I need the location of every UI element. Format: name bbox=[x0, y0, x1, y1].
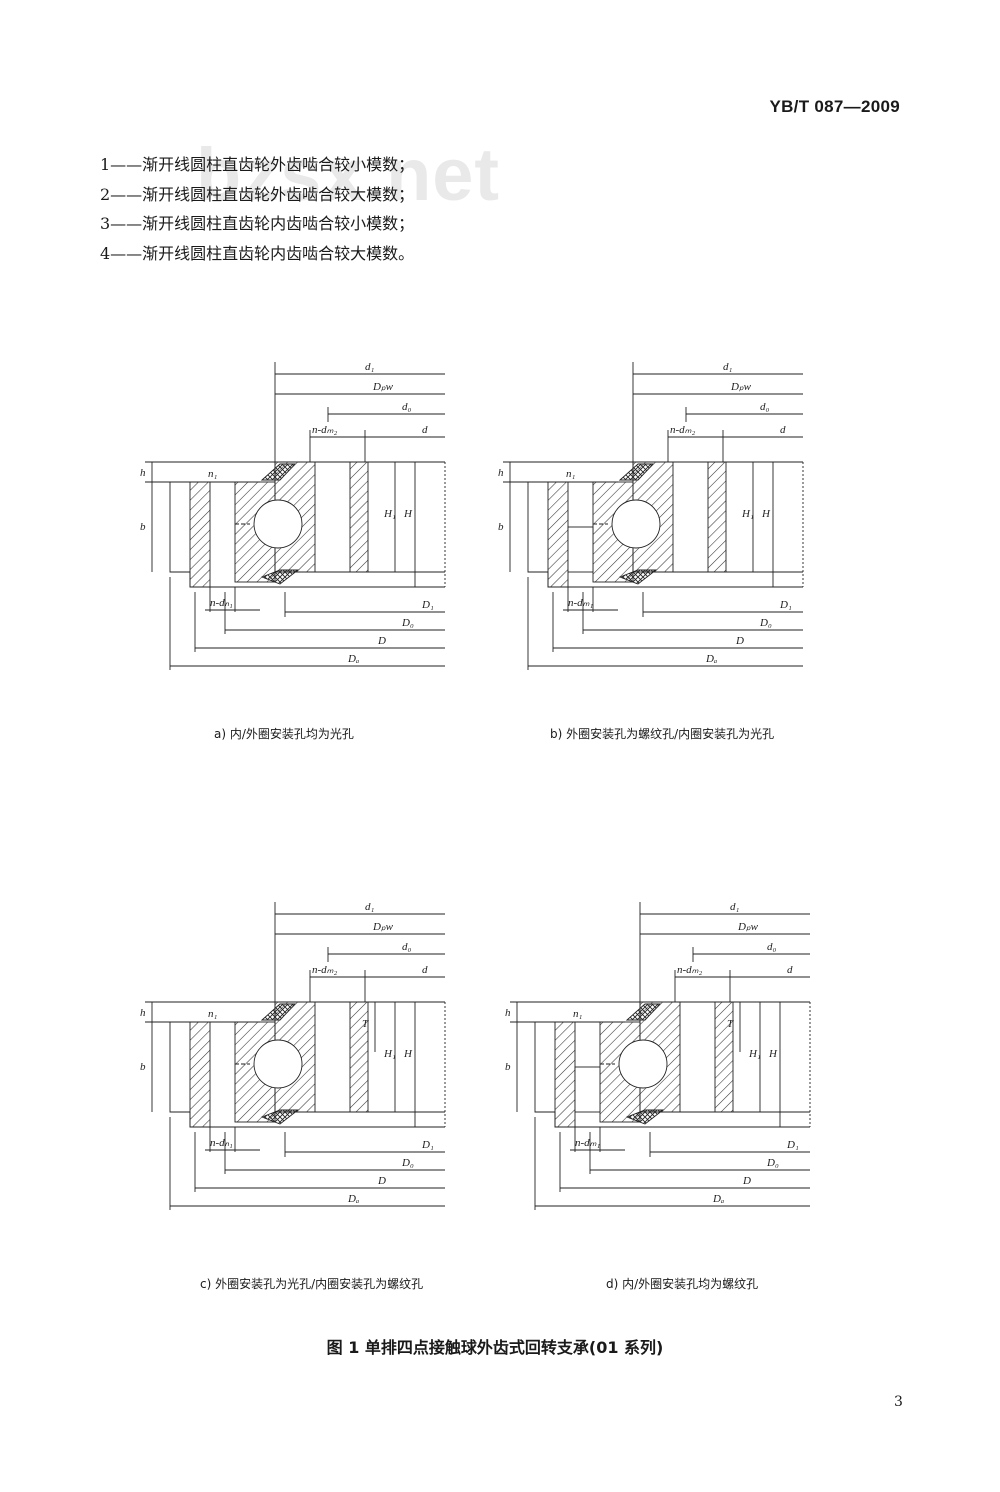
dim-b: b bbox=[140, 521, 146, 533]
dim-D: D bbox=[377, 635, 386, 647]
dim-h: h bbox=[498, 467, 504, 479]
dim-d1: d₁ bbox=[365, 361, 375, 373]
dim-n-dm1: n-dₘ₁ bbox=[575, 1137, 601, 1149]
dim-D1: D₁ bbox=[421, 599, 434, 611]
dim-Da: Dₐ bbox=[347, 1193, 359, 1205]
dim-n-dn1: n-dₙ₁ bbox=[210, 1137, 233, 1149]
dim-H: H bbox=[761, 508, 771, 520]
dim-n-dm2: n-dₘ₂ bbox=[312, 424, 338, 436]
figure-b-label: b) 外圈安装孔为螺纹孔/内圈安装孔为光孔 bbox=[550, 727, 775, 741]
dim-b: b bbox=[498, 521, 504, 533]
dim-D0: D₀ bbox=[766, 1157, 779, 1169]
dim-d1: d₁ bbox=[365, 901, 375, 913]
dim-d0: d₀ bbox=[402, 401, 412, 413]
dim-Da: Dₐ bbox=[705, 653, 717, 665]
dim-D0: D₀ bbox=[401, 1157, 414, 1169]
dim-d: d bbox=[780, 424, 786, 436]
note-4: 4——渐开线圆柱直齿轮内齿啮合较大模数。 bbox=[100, 243, 415, 263]
dim-h: h bbox=[140, 1007, 146, 1019]
dim-H1: H₁ bbox=[383, 508, 396, 520]
dim-T: T bbox=[727, 1018, 734, 1030]
dim-b: b bbox=[505, 1061, 511, 1073]
dim-H: H bbox=[403, 1048, 413, 1060]
dim-D: D bbox=[735, 635, 744, 647]
figure-a-label: a) 内/外圈安装孔均为光孔 bbox=[214, 727, 354, 741]
dim-d0: d₀ bbox=[760, 401, 770, 413]
dim-n1: n₁ bbox=[208, 1008, 218, 1020]
bearing-section-drawing: d₁ Dₚw d₀ n-dₘ₂ d h n₁ b H₁ H n-dₘ₁ D₁ D… bbox=[498, 361, 804, 670]
watermark: bzsx.net bbox=[196, 133, 501, 216]
dim-n1: n₁ bbox=[573, 1008, 583, 1020]
dim-Da: Dₐ bbox=[347, 653, 359, 665]
bearing-section-drawing: d₁ Dₚw d₀ n-dₘ₂ d h n₁ b H₁ H n-dₘ₁ D₁ D… bbox=[505, 901, 811, 1210]
figure-c-label: c) 外圈安装孔为光孔/内圈安装孔为螺纹孔 bbox=[200, 1277, 424, 1291]
bearing-section-drawing: d₁ Dₚw d₀ n-dₘ₂ d h n₁ b H₁ H n-dₙ₁ D₁ D… bbox=[140, 361, 446, 670]
dim-b: b bbox=[140, 1061, 146, 1073]
dim-D1: D₁ bbox=[421, 1139, 434, 1151]
dim-n-dm2: n-dₘ₂ bbox=[670, 424, 696, 436]
figure-caption: 图 1 单排四点接触球外齿式回转支承(01 系列) bbox=[326, 1338, 664, 1357]
dim-Da: Dₐ bbox=[712, 1193, 724, 1205]
figure-b: d₁ Dₚw d₀ n-dₘ₂ d h n₁ b H₁ H n-dₘ₁ D₁ D… bbox=[498, 352, 818, 686]
dim-H1: H₁ bbox=[748, 1048, 761, 1060]
dim-Dpw: Dₚw bbox=[730, 381, 752, 393]
dim-T: T bbox=[362, 1018, 369, 1030]
dim-D: D bbox=[742, 1175, 751, 1187]
dim-D1: D₁ bbox=[779, 599, 792, 611]
page-number: 3 bbox=[894, 1394, 903, 1410]
bearing-section-drawing: d₁ Dₚw d₀ n-dₘ₂ d h n₁ b H₁ H n-dₙ₁ D₁ D… bbox=[140, 901, 446, 1210]
dim-n-dm2: n-dₘ₂ bbox=[312, 964, 338, 976]
dim-d: d bbox=[422, 424, 428, 436]
dim-D: D bbox=[377, 1175, 386, 1187]
figure-d-label: d) 内/外圈安装孔均为螺纹孔 bbox=[606, 1277, 759, 1291]
dim-h: h bbox=[140, 467, 146, 479]
dim-n-dm2: n-dₘ₂ bbox=[677, 964, 703, 976]
dim-d0: d₀ bbox=[767, 941, 777, 953]
dim-d: d bbox=[787, 964, 793, 976]
dim-H: H bbox=[403, 508, 413, 520]
dim-H: H bbox=[768, 1048, 778, 1060]
standard-code: YB/T 087—2009 bbox=[769, 97, 900, 116]
figure-c: d₁ Dₚw d₀ n-dₘ₂ d h n₁ b H₁ H n-dₙ₁ D₁ D… bbox=[140, 892, 460, 1226]
legend-notes: 1——渐开线圆柱直齿轮外齿啮合较小模数； 2——渐开线圆柱直齿轮外齿啮合较大模数… bbox=[100, 150, 414, 268]
dim-d1: d₁ bbox=[723, 361, 733, 373]
dim-D0: D₀ bbox=[401, 617, 414, 629]
dim-n1: n₁ bbox=[208, 468, 218, 480]
note-2: 2——渐开线圆柱直齿轮外齿啮合较大模数； bbox=[100, 184, 415, 204]
dim-n-dm1: n-dₘ₁ bbox=[568, 597, 594, 609]
dim-h: h bbox=[505, 1007, 511, 1019]
dim-n1: n₁ bbox=[566, 468, 576, 480]
figure-d: d₁ Dₚw d₀ n-dₘ₂ d h n₁ b H₁ H n-dₘ₁ D₁ D… bbox=[505, 892, 825, 1226]
note-1: 1——渐开线圆柱直齿轮外齿啮合较小模数； bbox=[100, 155, 415, 174]
dim-d: d bbox=[422, 964, 428, 976]
dim-H1: H₁ bbox=[383, 1048, 396, 1060]
dim-D0: D₀ bbox=[759, 617, 772, 629]
dim-n-dn1: n-dₙ₁ bbox=[210, 597, 233, 609]
dim-D1: D₁ bbox=[786, 1139, 799, 1151]
dim-H1: H₁ bbox=[741, 508, 754, 520]
dim-d0: d₀ bbox=[402, 941, 412, 953]
dim-Dpw: Dₚw bbox=[372, 921, 394, 933]
figure-a: d₁ Dₚw d₀ n-dₘ₂ d h n₁ b H₁ H n-dₙ₁ D₁ D… bbox=[140, 352, 460, 686]
dim-Dpw: Dₚw bbox=[372, 381, 394, 393]
note-3: 3——渐开线圆柱直齿轮内齿啮合较小模数； bbox=[100, 214, 415, 233]
dim-Dpw: Dₚw bbox=[737, 921, 759, 933]
dim-d1: d₁ bbox=[730, 901, 740, 913]
